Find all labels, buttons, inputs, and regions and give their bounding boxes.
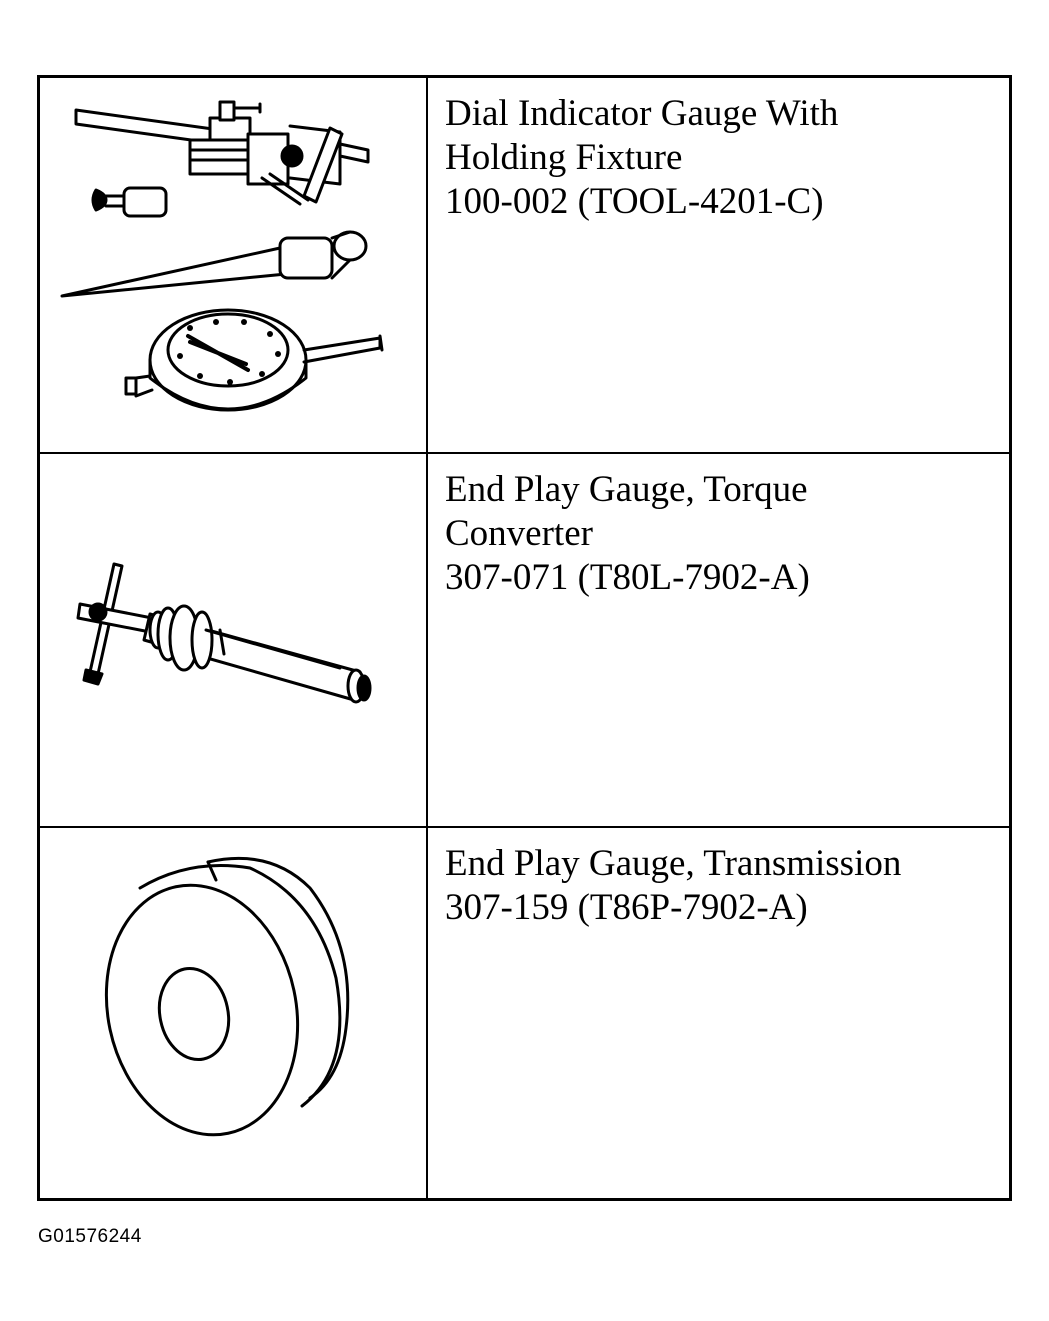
tool-3-name-line-1: End Play Gauge, Transmission: [445, 843, 902, 884]
tool-1-part-number: 100-002 (TOOL-4201-C): [445, 181, 824, 222]
tool-3-part-number: 307-159 (T86P-7902-A): [445, 887, 808, 928]
tool-2-text-cell: End Play Gauge, Torque Converter 307-071…: [428, 454, 1009, 828]
special-tools-table: Dial Indicator Gauge With Holding Fixtur…: [37, 75, 1012, 1201]
dial-indicator-gauge-icon: [60, 100, 384, 412]
tool-2-part-number: 307-071 (T80L-7902-A): [445, 557, 810, 598]
tool-3-text-cell: End Play Gauge, Transmission 307-159 (T8…: [428, 828, 1009, 1198]
tool-1-name-line-1: Dial Indicator Gauge With: [445, 93, 839, 134]
end-play-gauge-transmission-icon: [104, 856, 350, 1137]
tool-2-image-cell: [40, 454, 428, 828]
tool-1-name-line-2: Holding Fixture: [445, 137, 683, 178]
tool-2-name-line-2: Converter: [445, 513, 593, 554]
figure-id: G01576244: [38, 1226, 142, 1247]
tool-1-text-cell: Dial Indicator Gauge With Holding Fixtur…: [428, 78, 1009, 454]
tool-3-image-cell: [40, 828, 428, 1198]
tool-2-name-line-1: End Play Gauge, Torque: [445, 469, 808, 510]
end-play-gauge-torque-converter-icon: [76, 562, 372, 704]
tool-1-image-cell: [40, 78, 428, 454]
